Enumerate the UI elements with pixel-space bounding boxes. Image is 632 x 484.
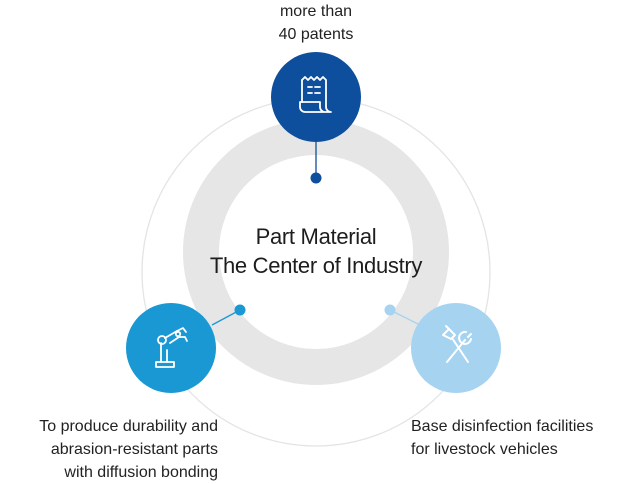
caption-bonding-line1: To produce durability and bbox=[39, 418, 218, 435]
document-receipt-icon bbox=[299, 76, 332, 113]
caption-disinfection-line2: for livestock vehicles bbox=[411, 441, 558, 458]
robot-arm-icon bbox=[155, 327, 188, 368]
connector-dot-left bbox=[234, 304, 246, 316]
node-disinfection-circle bbox=[411, 303, 501, 393]
hammer-wrench-icon bbox=[442, 325, 472, 363]
center-title: Part Material The Center of Industry bbox=[166, 222, 466, 280]
caption-bonding: To produce durability and abrasion-resis… bbox=[0, 415, 218, 484]
connector-right bbox=[389, 309, 421, 326]
caption-bonding-line2: abrasion-resistant parts bbox=[50, 441, 218, 458]
node-patents bbox=[271, 52, 361, 142]
caption-patents-line2: 40 patents bbox=[278, 26, 354, 43]
center-title-line1: Part Material bbox=[255, 224, 377, 249]
caption-bonding-line3: with diffusion bonding bbox=[64, 464, 218, 481]
caption-disinfection-line1: Base disinfection facilities bbox=[411, 418, 594, 435]
connector-dot-right bbox=[384, 304, 396, 316]
center-title-line2: The Center of Industry bbox=[209, 253, 423, 278]
caption-patents-line1: more than bbox=[279, 3, 353, 20]
node-disinfection bbox=[411, 303, 501, 393]
connector-dot-top bbox=[310, 172, 322, 184]
caption-patents: more than 40 patents bbox=[216, 0, 416, 46]
node-patents-circle bbox=[271, 52, 361, 142]
node-bonding bbox=[126, 303, 216, 393]
node-bonding-circle bbox=[126, 303, 216, 393]
caption-disinfection: Base disinfection facilities for livesto… bbox=[411, 415, 632, 461]
